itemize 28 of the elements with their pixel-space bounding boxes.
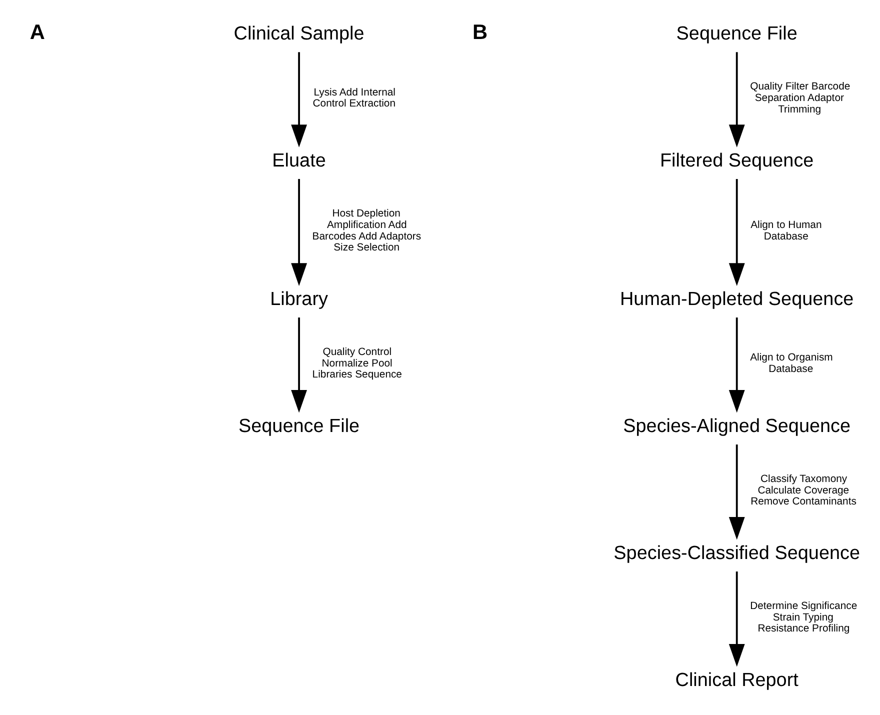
edge-label: Quality Control Normalize Pool Libraries Sequence xyxy=(312,346,402,380)
label: B xyxy=(472,20,488,44)
node-text: Clinical Sample xyxy=(234,23,364,44)
arrow xyxy=(291,178,307,286)
node-text: Human-Depleted Sequence xyxy=(620,288,854,310)
node-text: Library xyxy=(270,288,328,310)
arrow xyxy=(728,444,745,540)
arrow xyxy=(728,317,745,412)
arrow xyxy=(291,317,307,412)
arrow xyxy=(728,52,745,147)
edge-label: Lysis Add Internal Control Extraction xyxy=(312,86,396,110)
node-text: Eluate xyxy=(272,150,326,172)
node-text: Species-Classified Sequence xyxy=(614,542,860,564)
node-text: Filtered Sequence xyxy=(660,150,814,172)
node-text: Species-Aligned Sequence xyxy=(623,415,851,436)
edge-label: Classify Taxomony Calculate Coverage Remove Contaminants xyxy=(750,473,856,508)
arrow xyxy=(728,178,745,286)
edge-label: Quality Filter Barcode Separation Adaptor Trimming xyxy=(750,81,850,115)
node-text: Sequence File xyxy=(676,23,798,44)
edge-label: Host Depletion Amplification Add Barcodes Add Adaptors Size Selection xyxy=(312,208,422,254)
node-text: Clinical Report xyxy=(675,669,798,690)
edge-label: Align to Organism Database xyxy=(750,352,833,375)
arrow xyxy=(291,52,307,147)
label: A xyxy=(30,20,45,44)
edge-label: Align to Human Database xyxy=(750,219,822,242)
arrow xyxy=(728,570,745,666)
edge-label: Determine Significance Strain Typing Resistance Profiling xyxy=(750,600,858,634)
node-text: Sequence File xyxy=(238,415,360,436)
